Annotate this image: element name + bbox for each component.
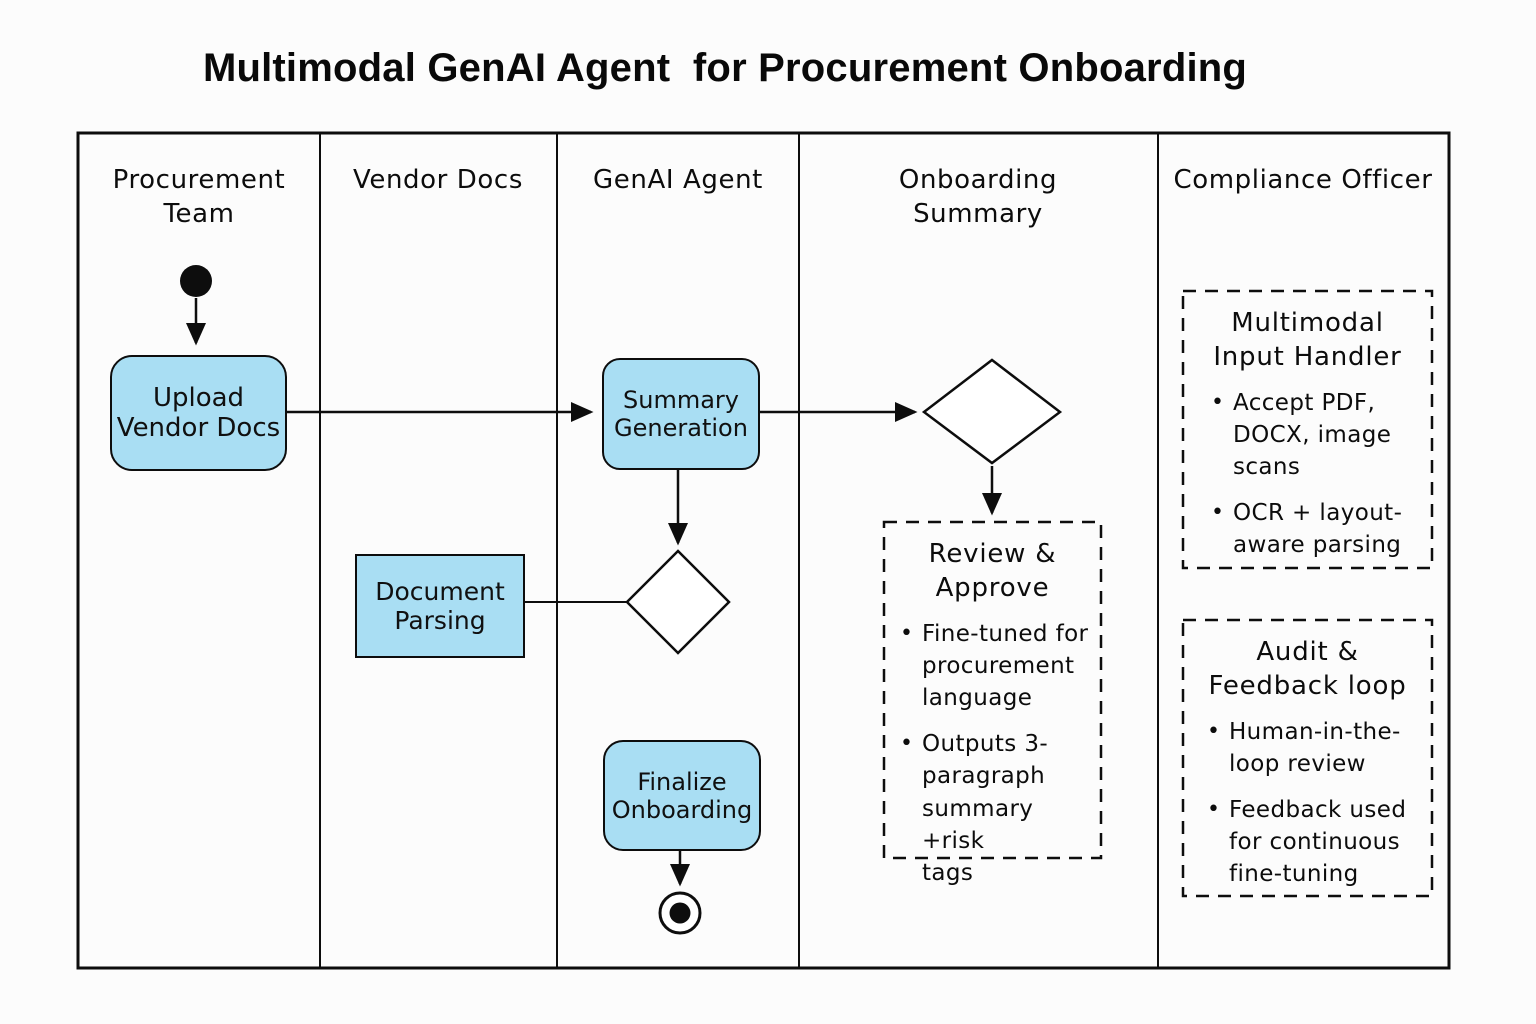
list-item: • Human-in-the- loop review [1207,716,1424,780]
audit-note-title: Audit & Feedback loop [1208,637,1407,701]
bullet-text: Human-in-the- loop review [1228,718,1401,777]
start-node-icon [180,265,212,297]
bullet-icon: • [1211,389,1224,415]
lane-header-procurement-team: Procurement Team [112,165,286,230]
bullet-text: Fine-tuned for procurement language [921,620,1089,711]
lane-header-onboarding-summary: Onboarding Summary [898,165,1058,230]
audit-note-border [1181,618,1434,898]
bullet-text: Outputs 3- paragraph summary +risk tags [921,731,1049,886]
list-item: • Accept PDF, DOCX, image scans [1211,387,1424,484]
lane-header-genai-agent: GenAI Agent [593,165,763,195]
end-node-dot-icon [669,902,691,924]
bullet-icon: • [1207,718,1220,744]
swimlane-frame [76,131,1451,970]
bullet-icon: • [1211,500,1224,526]
diagram-title: Multimodal GenAI Agent for Procurement O… [202,46,1248,90]
bullet-icon: • [1207,796,1220,822]
bullet-icon: • [900,731,913,757]
activity-document-parsing: Document Parsing [355,554,525,658]
list-item: • OCR + layout- aware parsing [1211,497,1424,561]
activity-upload-vendor-docs: Upload Vendor Docs [110,355,287,471]
multimodal-input-handler-note: Multimodal Input Handler • Accept PDF, D… [1183,291,1432,568]
lane-header-compliance-officer: Compliance Officer [1173,165,1433,195]
review-note-title: Review & Approve [928,539,1057,603]
bullet-icon: • [900,620,913,646]
list-item: • Feedback used for continuous fine-tuni… [1207,794,1424,891]
decision-diamond-onboarding [921,358,1063,465]
review-note-border [882,520,1103,860]
activity-summary-generation: Summary Generation [602,358,760,470]
bullet-text: Feedback used for continuous fine-tuning [1228,796,1407,888]
list-item: • Fine-tuned for procurement language [900,618,1093,715]
list-item: • Outputs 3- paragraph summary +risk tag… [900,728,1093,889]
multimodal-note-border [1181,289,1434,570]
bullet-text: OCR + layout- aware parsing [1232,500,1403,559]
multimodal-note-title: Multimodal Input Handler [1213,308,1402,372]
lane-header-vendor-docs: Vendor Docs [353,165,523,195]
bullet-text: Accept PDF, DOCX, image scans [1232,389,1392,480]
audit-feedback-note: Audit & Feedback loop • Human-in-the- lo… [1183,620,1432,896]
decision-diamond-genai [625,549,731,655]
review-approve-note: Review & Approve • Fine-tuned for procur… [884,522,1101,886]
activity-finalize-onboarding: Finalize Onboarding [603,740,761,851]
